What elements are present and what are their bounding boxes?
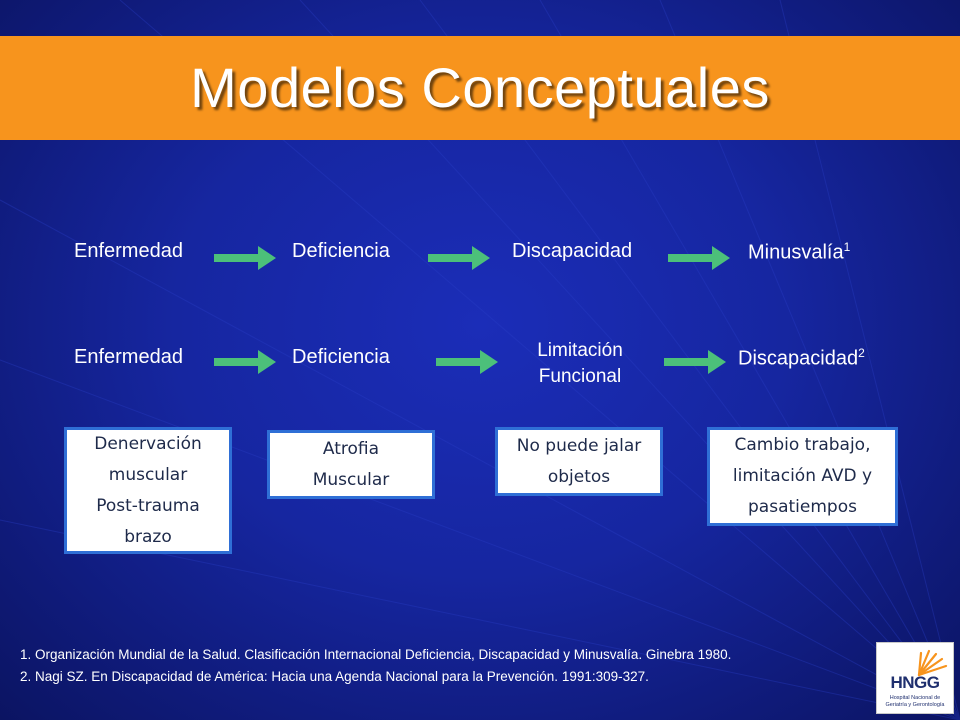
box1-line-4: brazo: [124, 526, 172, 547]
model2-limitacion-line-1: Limitación: [537, 340, 623, 361]
logo-subtitle-line-2: Geriatría y Gerontología: [885, 702, 945, 708]
model2-limitacion-funcional: Limitación Funcional: [520, 338, 640, 390]
box2-line-1: Atrofia: [322, 438, 380, 459]
model2-arrow-2: [436, 350, 498, 374]
model1-arrow-2: [428, 246, 490, 270]
sun-rays-icon: [917, 649, 948, 677]
reference-1: 1. Organización Mundial de la Salud. Cla…: [20, 647, 732, 662]
model2-arrow-3: [664, 350, 726, 374]
example-box-denervacion: Denervación muscular Post-trauma brazo: [64, 427, 232, 554]
box2-line-2: Muscular: [312, 469, 390, 490]
model2-discapacidad: Discapacidad2: [738, 346, 865, 371]
model2-arrow-1: [214, 350, 276, 374]
model2-ref-marker: 2: [858, 346, 865, 360]
slide-title: Modelos Conceptuales: [190, 56, 770, 119]
model1-ref-marker: 1: [843, 240, 851, 254]
hngg-logo: HNGG Hospital Nacional de Geriatría y Ge…: [876, 642, 954, 714]
model1-discapacidad: Discapacidad: [512, 240, 633, 262]
model2-deficiencia: Deficiencia: [292, 346, 390, 368]
box4-line-3: pasatiempos: [748, 497, 857, 517]
model1-minusvalia-label: Minusvalía: [748, 241, 844, 264]
box1-line-1: Denervación: [94, 433, 202, 454]
box4-line-1: Cambio trabajo,: [734, 435, 871, 455]
example-box-atrofia: Atrofia Muscular: [267, 430, 435, 499]
box1-line-2: muscular: [108, 464, 188, 485]
model2-limitacion-line-2: Funcional: [538, 366, 622, 387]
box3-line-2: objetos: [547, 466, 611, 487]
box3-line-1: No puede jalar: [516, 435, 642, 456]
box4-line-2: limitación AVD y: [732, 466, 873, 486]
logo-subtitle-line-1: Hospital Nacional de: [889, 695, 941, 701]
references: 1. Organización Mundial de la Salud. Cla…: [20, 644, 880, 688]
model1-arrow-3: [668, 246, 730, 270]
reference-2: 2. Nagi SZ. En Discapacidad de América: …: [20, 669, 649, 684]
model1-minusvalia: Minusvalía1: [748, 240, 850, 265]
model1-enfermedad: Enfermedad: [74, 240, 183, 262]
logo-wordmark: HNGG: [890, 673, 941, 692]
model2-discapacidad-label: Discapacidad: [738, 347, 859, 370]
model1-arrow-1: [214, 246, 276, 270]
model2-enfermedad: Enfermedad: [74, 346, 183, 368]
model1-deficiencia: Deficiencia: [292, 240, 390, 262]
example-box-jalar: No puede jalar objetos: [495, 427, 663, 496]
box1-line-3: Post-trauma: [96, 495, 200, 516]
logo-subtitle: Hospital Nacional de Geriatría y Geronto…: [879, 695, 951, 709]
title-band: [0, 36, 960, 140]
example-box-cambio: Cambio trabajo, limitación AVD y pasatie…: [707, 427, 898, 526]
